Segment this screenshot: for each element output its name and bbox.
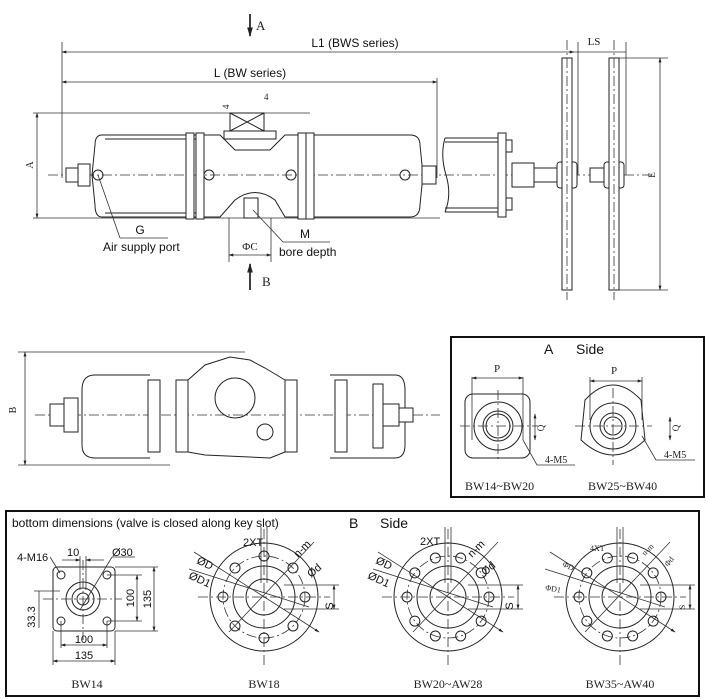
bw14-h-inner-label: 100 [75, 634, 93, 646]
a-side-word: Side [576, 341, 604, 357]
bolt-hole [287, 620, 299, 632]
a-left-q-label: Q [536, 424, 546, 431]
bw18-small-d-label: Ød [305, 562, 324, 581]
a-right-thread-label: 4-M5 [664, 450, 686, 461]
bw14-flange: 10 Ø30 4-M16 100 135 33.3 100 135 BW14 [17, 547, 158, 691]
bolt-hole [455, 630, 467, 642]
shaft-height-label: 4 [221, 104, 231, 109]
bolt-hole [299, 591, 311, 603]
phi-c-label: ΦC [242, 241, 257, 253]
pinion-circle [214, 377, 256, 419]
small-d-leader [412, 541, 499, 633]
bw20-s-label: S [504, 602, 516, 609]
main-front-view: A L1 (BWS series) L (BW series) A 4 4 [25, 14, 668, 300]
bw35-model-label: BW35~AW40 [586, 677, 655, 691]
d1-leader [372, 568, 494, 608]
b-dimension-label: B [8, 406, 19, 413]
bw14-model-label: BW14 [71, 677, 102, 691]
bolt-hole [229, 562, 241, 574]
g-label: G [135, 223, 144, 237]
small-d-leader [584, 541, 671, 633]
bw20-flange [372, 527, 523, 665]
view-b-label: B [262, 274, 271, 289]
a-dimension-label: A [25, 161, 36, 169]
bottom-panel-title: bottom dimensions (valve is closed along… [12, 516, 279, 530]
a-side-panel: A Side P Q 4-M5 BW14~BW20 P Q 4-M5 BW25~… [450, 336, 705, 498]
l1-label: L1 (BWS series) [311, 36, 398, 50]
bw14-v-outer-label: 135 [142, 590, 154, 608]
bw14-offset-label: 33.3 [26, 606, 38, 627]
a-left-thread-label: 4-M5 [545, 455, 567, 466]
bolt-hole [217, 591, 229, 603]
a-right-p-label: P [611, 365, 617, 377]
m-label: M [300, 227, 310, 241]
bolt-hole [483, 591, 495, 603]
bw18-s-label: S [324, 602, 336, 609]
bw14-thread-label: 4-M16 [17, 552, 48, 564]
bw14-slot-label: 10 [67, 547, 79, 559]
bw18-model-label: BW18 [248, 677, 279, 691]
bw18-d-label: ØD [195, 555, 215, 573]
bolt-hole [401, 591, 413, 603]
bw35-d-label: ΦD [561, 560, 576, 573]
bw18-flange [188, 527, 339, 665]
l-label: L (BW series) [214, 66, 286, 80]
bw20-xt-label: 2XT [420, 536, 440, 548]
bw35-s-label: S [678, 605, 687, 609]
bw14-bore-label: Ø30 [112, 547, 133, 559]
a-left-model-label: BW14~BW20 [465, 479, 534, 493]
d-leader [377, 551, 504, 633]
d-leader [549, 551, 676, 633]
d1-leader [188, 568, 310, 608]
bolt-hole [647, 567, 659, 579]
bolt-hole [409, 615, 421, 627]
shaft-width-label: 4 [264, 92, 269, 102]
bolt-hole [258, 632, 270, 644]
bolt-hole [601, 552, 613, 564]
bw18-xt-label: 2XT [243, 537, 263, 549]
view-a-label: A [256, 18, 266, 33]
d-leader [193, 551, 320, 633]
bolt-hole [475, 567, 487, 579]
bw35-flange [544, 527, 695, 665]
bolt-hole [573, 591, 585, 603]
bolt-hole [627, 552, 639, 564]
bw20-small-d-label: Ød [479, 560, 498, 579]
bolt-hole [601, 630, 613, 642]
a-right-q-label: Q [671, 424, 681, 431]
bw20-d1-label: ØD1 [366, 570, 392, 590]
bolt-hole [429, 552, 441, 564]
bw14-h-outer-label: 135 [75, 650, 93, 662]
a-side-letter: A [544, 341, 554, 357]
bw35-xt-label: 4XT [590, 544, 605, 553]
b-side-letter: B [349, 515, 358, 531]
bolt-hole [581, 615, 593, 627]
bw18-nm-label: n-m [292, 538, 314, 560]
bolt-hole [455, 552, 467, 564]
a-left-p-label: P [494, 363, 500, 375]
bolt-hole [581, 567, 593, 579]
bw18-d1-label: ØD1 [187, 570, 213, 590]
ls-label: LS [588, 36, 601, 48]
bolt-hole [627, 630, 639, 642]
bolt-hole [409, 567, 421, 579]
bw35-d1-label: ΦD1 [545, 583, 562, 595]
bw14-v-inner-label: 100 [125, 589, 137, 607]
a-right-model-label: BW25~BW40 [588, 479, 657, 493]
bolt-hole [429, 630, 441, 642]
bolt-hole [287, 562, 299, 574]
side-view: B [8, 351, 440, 466]
bottom-dimensions-panel: bottom dimensions (valve is closed along… [5, 510, 700, 697]
e-label: E [647, 172, 657, 178]
bolt-hole [655, 591, 667, 603]
small-d-leader [228, 541, 315, 633]
air-supply-port-label: Air supply port [103, 240, 180, 254]
bore-depth-label: bore depth [279, 245, 336, 259]
b-side-word: Side [380, 515, 408, 531]
bolt-hole [258, 550, 270, 562]
bolt-hole [229, 620, 241, 632]
d1-leader [544, 568, 666, 608]
bw20-model-label: BW20~AW28 [414, 677, 483, 691]
